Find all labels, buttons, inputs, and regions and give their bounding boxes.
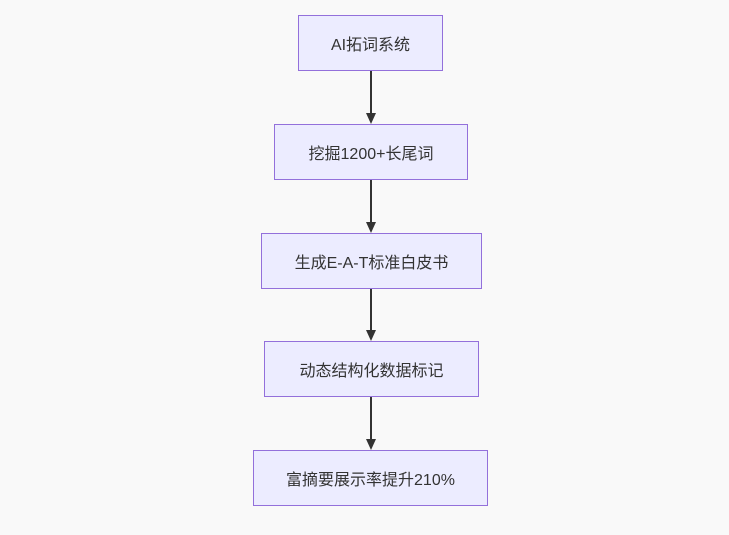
- flow-node-label: 生成E-A-T标准白皮书: [294, 255, 449, 272]
- flow-node-label: 富摘要展示率提升210%: [286, 472, 455, 489]
- flow-node-ai-system: AI拓词系统: [298, 15, 443, 71]
- flow-node-label: AI拓词系统: [330, 37, 411, 54]
- flow-node-rich-snippet-rate: 富摘要展示率提升210%: [253, 450, 488, 506]
- flow-node-label: 挖掘1200+长尾词: [308, 146, 434, 163]
- flow-node-structured-data: 动态结构化数据标记: [264, 341, 479, 397]
- flow-node-longtail-keywords: 挖掘1200+长尾词: [274, 124, 468, 180]
- arrowhead-down-icon: [366, 330, 376, 341]
- arrowhead-down-icon: [366, 439, 376, 450]
- arrowhead-down-icon: [366, 222, 376, 233]
- arrow-line: [370, 289, 372, 332]
- arrow-connector: [364, 289, 378, 341]
- arrow-line: [370, 71, 372, 115]
- arrow-line: [370, 397, 372, 441]
- flow-node-eat-whitepaper: 生成E-A-T标准白皮书: [261, 233, 482, 289]
- arrow-connector: [364, 180, 378, 233]
- arrowhead-down-icon: [366, 113, 376, 124]
- arrow-connector: [364, 397, 378, 450]
- arrow-line: [370, 180, 372, 224]
- flow-node-label: 动态结构化数据标记: [299, 363, 444, 380]
- arrow-connector: [364, 71, 378, 124]
